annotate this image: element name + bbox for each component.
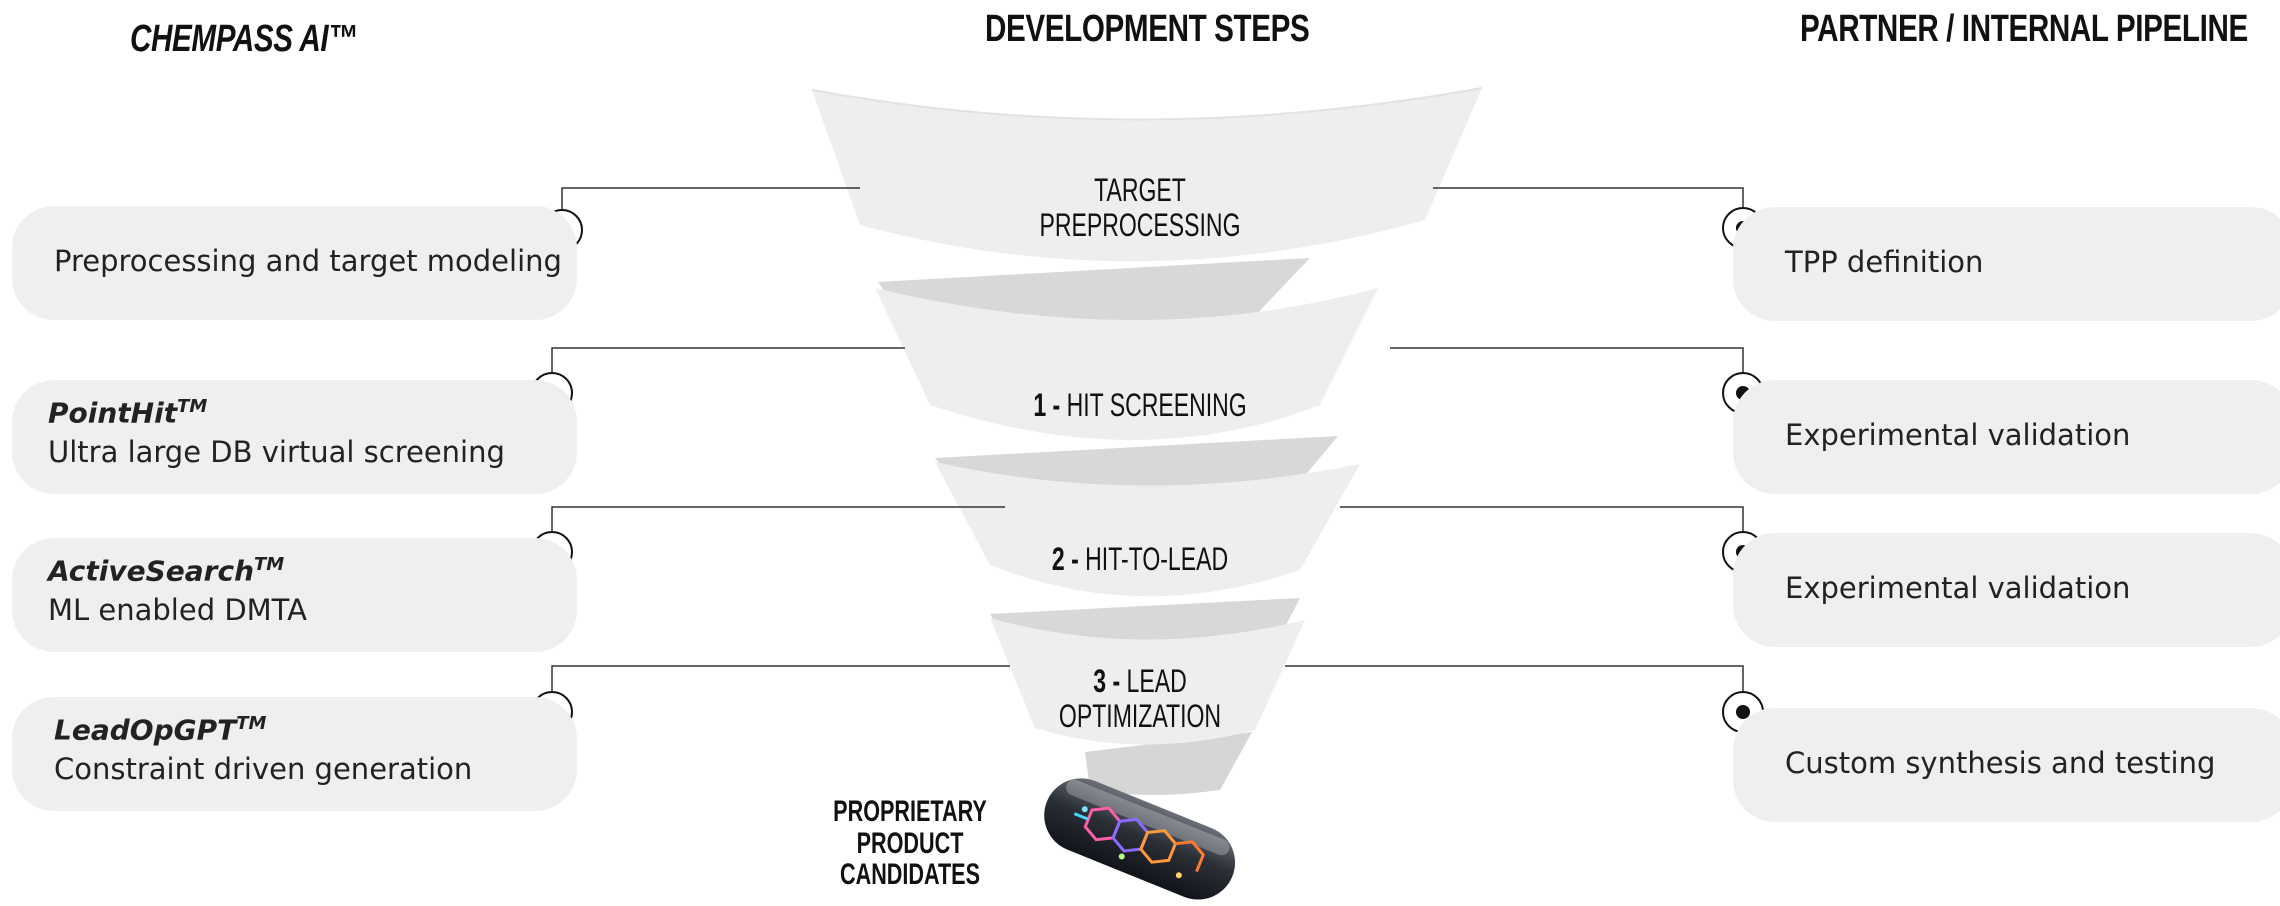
left-item-pointhit: PointHitTM Ultra large DB virtual screen…: [12, 380, 577, 494]
left-item-description: Constraint driven generation: [54, 752, 473, 787]
funnel-shadow-4: [1085, 732, 1252, 795]
funnel-band-target: [812, 88, 1482, 262]
capsule-icon: [1044, 778, 1236, 900]
right-item-text: TPP definition: [1785, 245, 1984, 279]
left-item-description: Preprocessing and target modeling: [54, 244, 562, 278]
left-item-description: Ultra large DB virtual screening: [48, 435, 505, 470]
funnel-band-lead-optimization: [990, 618, 1305, 745]
left-item-description: ML enabled DMTA: [48, 593, 307, 628]
right-item-experimental-validation-2: Experimental validation: [1733, 533, 2280, 647]
right-item-text: Custom synthesis and testing: [1785, 746, 2216, 780]
left-item-name: PointHitTM: [48, 396, 208, 430]
step-hit-to-lead: 2 - HIT-TO-LEAD: [1051, 541, 1229, 577]
step-target-preprocessing: TARGET PREPROCESSING: [1039, 172, 1241, 244]
center-column-header: DEVELOPMENT STEPS: [985, 8, 1310, 50]
right-item-custom-synthesis: Custom synthesis and testing: [1733, 708, 2280, 822]
left-item-name: LeadOpGPTTM: [54, 713, 267, 747]
funnel-band-target-rim: [811, 87, 1483, 121]
left-item-activesearch: ActiveSearchTM ML enabled DMTA: [12, 538, 577, 652]
left-item-preprocessing: Preprocessing and target modeling: [12, 206, 577, 320]
left-item-leadopgpt: LeadOpGPTTM Constraint driven generation: [12, 697, 577, 811]
right-item-tpp: TPP definition: [1733, 207, 2280, 321]
funnel-band-hit-screening: [875, 288, 1378, 440]
right-column-header: PARTNER / INTERNAL PIPELINE: [1800, 8, 2248, 50]
right-item-experimental-validation-1: Experimental validation: [1733, 380, 2280, 494]
left-item-name: ActiveSearchTM: [48, 554, 285, 588]
right-item-text: Experimental validation: [1785, 418, 2131, 452]
step-hit-screening: 1 - HIT SCREENING: [1033, 387, 1247, 423]
node-markers: [531, 207, 1764, 733]
left-column-header: CHEMPASS AI™: [130, 18, 358, 60]
output-label: PROPRIETARY PRODUCT CANDIDATES: [833, 795, 987, 891]
funnel-band-hit-to-lead: [935, 462, 1360, 597]
right-item-text: Experimental validation: [1785, 571, 2131, 605]
step-lead-optimization: 3 - LEAD OPTIMIZATION: [1058, 663, 1222, 735]
